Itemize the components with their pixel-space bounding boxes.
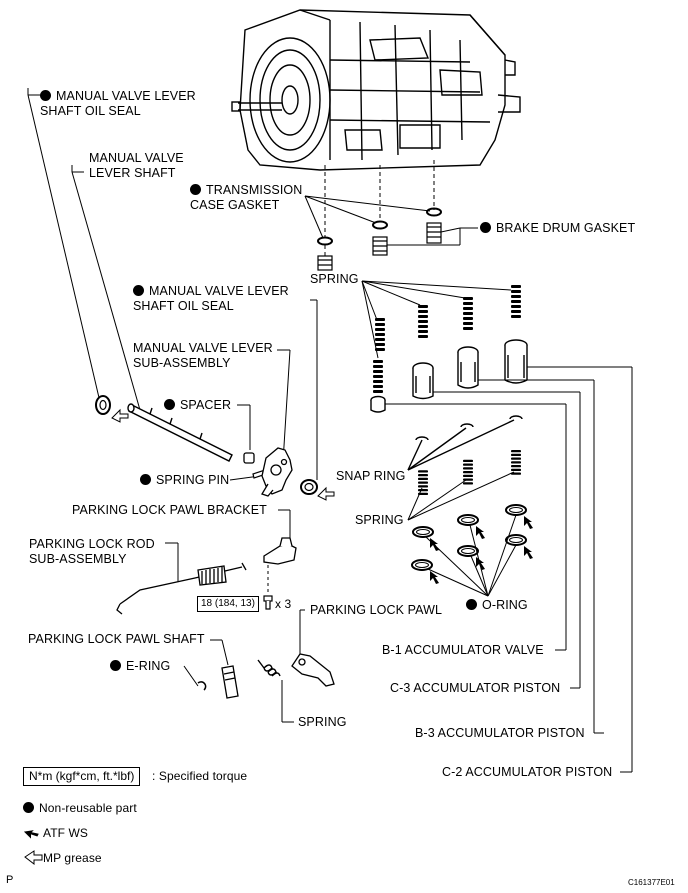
brake-drum-gaskets [317,222,442,271]
label-spacer: SPACER [164,398,231,413]
label-b1-accumulator-valve: B-1 ACCUMULATOR VALVE [382,643,544,657]
label-spring-bottom: SPRING [298,715,347,729]
manual-valve-lever [261,447,293,497]
leaders-oring [425,514,517,597]
non-reusable-dot-icon [140,474,151,485]
spacer [243,452,255,464]
label-snap-ring: SNAP RING [336,469,406,483]
page-letter: P [6,874,14,886]
label-brake-drum-gasket: BRAKE DRUM GASKET [480,221,635,236]
shaft-oil-seal-right [300,479,335,501]
label-spring-pin: SPRING PIN [140,473,229,488]
shaft-oil-seal-left [95,395,129,423]
leaders-left [27,88,318,723]
leaders-right [385,366,633,773]
legend-icons [23,825,43,866]
label-parking-lock-pawl: PARKING LOCK PAWL [310,603,443,617]
parking-lock-rod [116,562,247,615]
pawl-spring [257,659,281,677]
label-c3-accumulator-piston: C-3 ACCUMULATOR PISTON [390,681,561,695]
case-guide-lines [324,160,435,256]
label-parking-lock-pawl-shaft: PARKING LOCK PAWL SHAFT [28,632,205,646]
bracket-bolt [263,595,273,610]
label-transmission-case-gasket: TRANSMISSION CASE GASKET [190,183,303,212]
accumulator-pistons [370,339,528,413]
legend-torque-box: N*m (kgf*cm, ft.*lbf) [23,767,141,786]
non-reusable-dot-icon [133,285,144,296]
non-reusable-dot-icon [190,184,201,195]
label-spring-top: SPRING [310,272,359,286]
non-reusable-dot-icon [40,90,51,101]
label-spring-mid: SPRING [355,513,404,527]
label-parking-lock-rod-sub-assembly: PARKING LOCK ROD SUB-ASSEMBLY [29,537,155,566]
parking-lock-pawl [291,653,335,687]
label-manual-valve-lever-sub-assembly: MANUAL VALVE LEVER SUB-ASSEMBLY [133,341,273,370]
non-reusable-dot-icon [164,399,175,410]
parking-lock-pawl-shaft [221,665,239,699]
label-parking-lock-pawl-bracket: PARKING LOCK PAWL BRACKET [72,503,267,517]
label-c2-accumulator-piston: C-2 ACCUMULATOR PISTON [442,765,613,779]
transmission-case [231,9,521,171]
accumulator-springs-lower [418,450,521,495]
legend-atf: ATF WS [43,826,89,840]
non-reusable-dot-icon [110,660,121,671]
label-manual-valve-lever-shaft: MANUAL VALVE LEVER SHAFT [89,151,184,180]
legend-mp-grease: MP grease [43,851,102,865]
torque-value-box: 18 (184, 13) [197,596,259,612]
label-e-ring: E-RING [110,659,170,674]
legend-non-reusable: Non-reusable part [23,801,137,816]
snap-rings [407,415,523,471]
non-reusable-dot-icon [466,599,477,610]
torque-multiplier: x 3 [275,597,292,611]
legend-torque-text: : Specified torque [152,769,248,783]
parking-lock-pawl-bracket [263,537,297,565]
case-gaskets [317,207,442,246]
manual-valve-lever-shaft [127,403,233,462]
non-reusable-dot-icon [23,802,34,813]
label-shaft-oil-seal-mid: MANUAL VALVE LEVER SHAFT OIL SEAL [133,284,289,313]
label-o-ring: O-RING [466,598,528,613]
accumulator-springs-upper [373,285,521,393]
label-b3-accumulator-piston: B-3 ACCUMULATOR PISTON [415,726,585,740]
e-ring [197,681,207,691]
figure-code: C161377E01 [628,878,675,887]
leaders-spring-mid [407,471,515,521]
label-shaft-oil-seal-top: MANUAL VALVE LEVER SHAFT OIL SEAL [40,89,196,118]
non-reusable-dot-icon [480,222,491,233]
